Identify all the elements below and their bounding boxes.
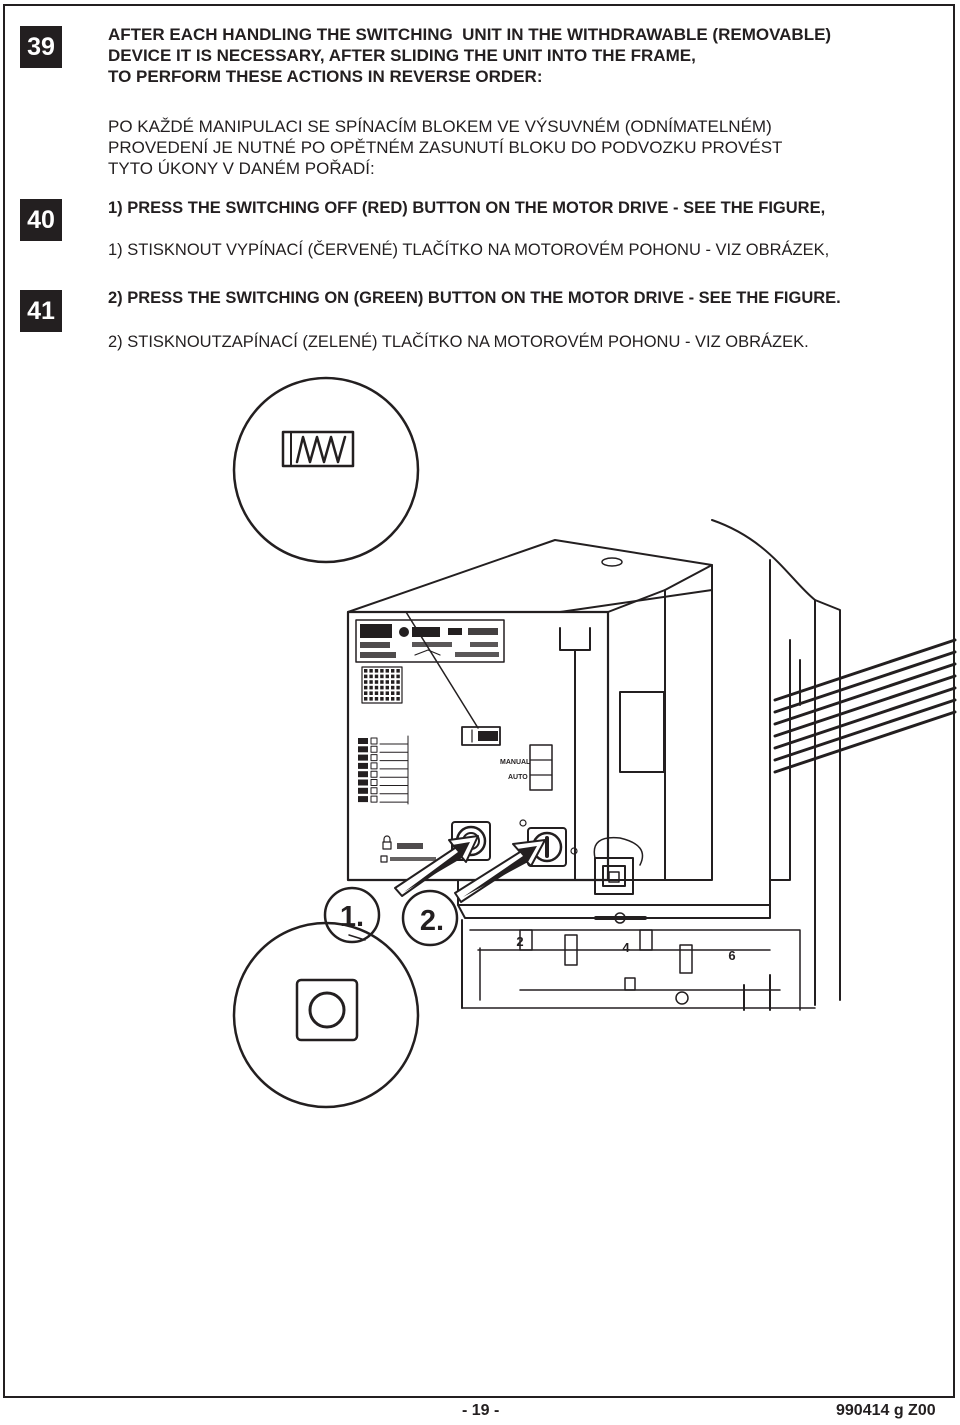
mode-selector [529,744,553,791]
unit-top-face [347,539,713,613]
page-number: - 19 - [462,1402,500,1419]
side-plate [619,691,665,773]
intro-cz-line-1: PO KAŽDÉ MANIPULACI SE SPÍNACÍM BLOKEM V… [108,117,772,136]
arrow-icon-2 [454,839,546,903]
top-screw [601,557,623,567]
status-rows [358,735,409,805]
terminal-6: 6 [728,948,735,963]
rating-plate [355,619,505,663]
step2-cz: 2) STISKNOUTZAPÍNACÍ (ZELENÉ) TLAČÍTKO N… [108,333,809,351]
step1-en: 1) PRESS THE SWITCHING OFF (RED) BUTTON … [108,199,826,217]
intro-cz-line-3: TYTO ÚKONY V DANÉM POŘADÍ: [108,159,375,178]
arrow-icon-1 [394,835,479,897]
step-badge-41: 41 [20,290,62,332]
frame-fins [773,638,957,774]
step-badge-40: 40 [20,199,62,241]
callout-circle-2 [401,889,459,947]
intro-en-line-1: AFTER EACH HANDLING THE SWITCHING UNIT I… [108,25,832,44]
callout-2: 2. [420,905,444,937]
connector-socket [594,857,634,895]
terminal-2: 2 [516,934,523,949]
vent-grid [361,666,403,704]
intro-cz-line-2: PROVEDENÍ JE NUTNÉ PO OPĚTNÉM ZASUNUTÍ B… [108,138,783,157]
label-manual: MANUAL [500,759,531,766]
label-auto: AUTO [508,774,528,781]
intro-en-line-3: TO PERFORM THESE ACTIONS IN REVERSE ORDE… [108,67,543,86]
callout-1: 1. [340,901,364,933]
step2-en: 2) PRESS THE SWITCHING ON (GREEN) BUTTON… [108,289,841,307]
callout-circle-1 [323,886,381,944]
zoom-circle-button [232,921,420,1109]
push-button-icon [295,978,359,1042]
frame-right [711,519,816,1006]
step1-cz: 1) STISKNOUT VYPÍNACÍ (ČERVENÉ) TLAČÍTKO… [108,241,830,259]
spring-charge-indicator-icon [281,430,355,468]
unit-side-face [607,589,666,881]
terminal-4: 4 [622,940,630,955]
indicator-window [461,726,501,746]
document-code: 990414 g Z00 [836,1402,936,1419]
intro-en-line-2: DEVICE IT IS NECESSARY, AFTER SLIDING TH… [108,46,696,65]
padlock-icon [382,835,392,850]
zoom-circle-indicator [232,376,420,564]
step-badge-39: 39 [20,26,62,68]
